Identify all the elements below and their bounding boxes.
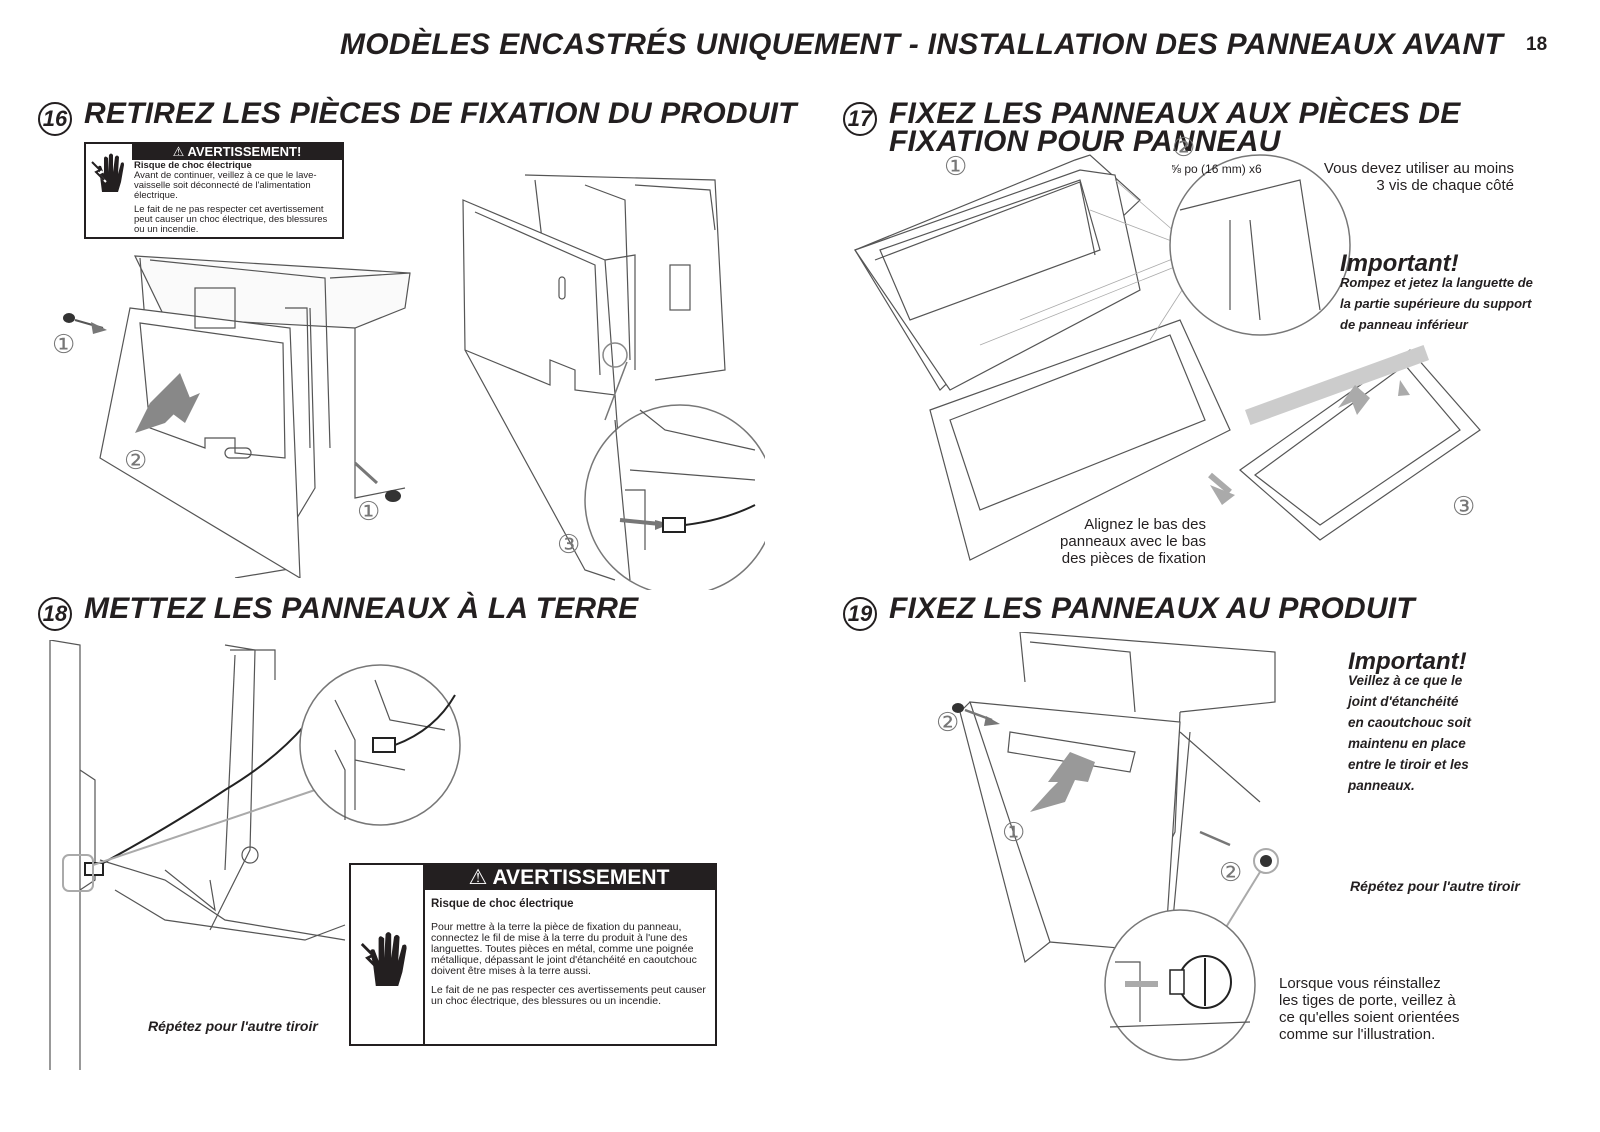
- electric-shock-hand-icon: [360, 932, 407, 986]
- electric-shock-hand-icon: [91, 153, 124, 192]
- step-17-panel-illustration: [854, 154, 1481, 561]
- important-title: Important!: [1340, 250, 1459, 277]
- repeat-note-18: Répétez pour l'autre tiroir: [148, 1018, 318, 1034]
- important-note-19: Important! Veillez à ce que le joint d'é…: [1348, 648, 1472, 794]
- callout-3: ③: [557, 530, 581, 560]
- step-19-panel-illustration: [952, 632, 1279, 1061]
- step-18-heading: 18 METTEZ LES PANNEAUX À LA TERRE: [38, 592, 639, 631]
- warning-text: Le fait de ne pas respecter cet avertiss…: [134, 204, 328, 235]
- step-title: FIXEZ LES PANNEAUX AU PRODUIT: [889, 592, 1415, 625]
- warning-heading: Risque de choc électrique: [431, 898, 574, 910]
- callout-1: ①: [357, 497, 381, 527]
- callout-1: ①: [944, 152, 968, 182]
- warning-text: Le fait de ne pas respecter ces avertiss…: [431, 984, 706, 1007]
- door-pin-note: Lorsque vous réinstallez les tiges de po…: [1279, 975, 1460, 1043]
- page-number: 18: [1526, 34, 1548, 55]
- step-title: METTEZ LES PANNEAUX À LA TERRE: [84, 592, 639, 625]
- warning-title: ⚠ AVERTISSEMENT!: [132, 144, 342, 160]
- step-19-heading: 19 FIXEZ LES PANNEAUX AU PRODUIT: [843, 592, 1415, 631]
- callout-2: ②: [124, 446, 148, 476]
- step-number: 16: [38, 102, 72, 136]
- callout-2: ②: [1172, 133, 1196, 163]
- page-title: MODÈLES ENCASTRÉS UNIQUEMENT - INSTALLAT…: [340, 28, 1504, 61]
- step-number: 17: [843, 102, 877, 136]
- screw-note: Vous devez utiliser au moins 3 vis de ch…: [1323, 160, 1514, 194]
- callout-1: ①: [52, 330, 76, 360]
- warning-box-large: ⚠ AVERTISSEMENT Risque de choc électriqu…: [349, 863, 717, 1046]
- step-18-ground-illustration: [49, 640, 461, 1070]
- align-note: Alignez le bas des panneaux avec le bas …: [1060, 516, 1206, 567]
- step-17-heading: 17 FIXEZ LES PANNEAUX AUX PIÈCES DE FIXA…: [843, 97, 1543, 158]
- repeat-note-19: Répétez pour l'autre tiroir: [1350, 878, 1520, 894]
- step-16-drawer-illustration: [63, 255, 411, 578]
- important-title: Important!: [1348, 648, 1467, 675]
- callout-1: ①: [1002, 818, 1026, 848]
- callout-2: ②: [936, 708, 960, 738]
- important-note-17: Important! Rompez et jetez la languette …: [1340, 250, 1533, 333]
- step-number: 18: [38, 597, 72, 631]
- step-title: RETIREZ LES PIÈCES DE FIXATION DU PRODUI…: [84, 97, 797, 130]
- callout-3: ③: [1452, 492, 1476, 522]
- warning-text: Avant de continuer, veillez à ce que le …: [134, 170, 317, 201]
- callout-2: ②: [1219, 858, 1243, 888]
- screw-spec: ⅝ po (16 mm) x6: [1171, 162, 1262, 176]
- warning-box-small: ⚠ AVERTISSEMENT! Risque de choc électriq…: [84, 142, 344, 239]
- step-title: FIXEZ LES PANNEAUX AUX PIÈCES DE FIXATIO…: [889, 97, 1461, 158]
- warning-heading: Risque de choc électrique: [134, 160, 252, 171]
- step-16-bracket-illustration: [462, 174, 765, 590]
- step-16-heading: 16 RETIREZ LES PIÈCES DE FIXATION DU PRO…: [38, 97, 797, 136]
- step-number: 19: [843, 597, 877, 631]
- warning-title: ⚠ AVERTISSEMENT: [423, 865, 715, 890]
- warning-text: Pour mettre à la terre la pièce de fixat…: [431, 921, 697, 977]
